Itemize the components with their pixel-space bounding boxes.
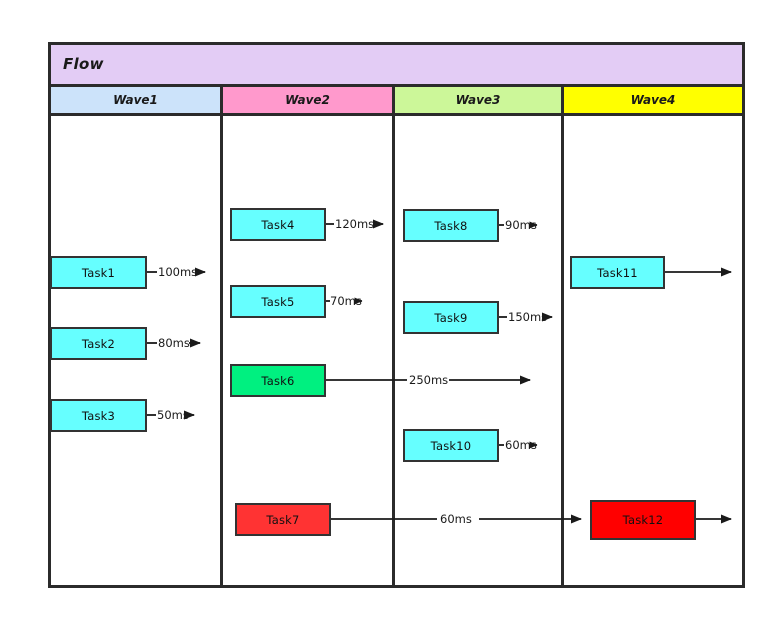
lane-header-wave4-label: Wave4 (630, 93, 676, 107)
flow-title-band: Flow (51, 45, 742, 87)
task-label-task9: Task9 (434, 310, 468, 325)
edge-label-task6: 250ms (409, 373, 449, 387)
lane-header-wave3[interactable]: Wave3 (395, 87, 564, 116)
lane-header-wave2-label: Wave2 (285, 93, 330, 107)
lane-body-wave1 (51, 116, 223, 588)
page-title: Flow (63, 55, 104, 73)
edge-label-task9: 150ms (508, 310, 548, 324)
edge-label-task10: 60ms (505, 438, 537, 452)
edge-label-task2: 80ms (158, 336, 190, 350)
task-node-task5[interactable]: Task5 (230, 285, 326, 318)
task-label-task5: Task5 (261, 294, 295, 309)
lane-body-wave2 (223, 116, 395, 588)
lane-header-wave1-label: Wave1 (113, 93, 158, 107)
task-node-task1[interactable]: Task1 (50, 256, 147, 289)
task-node-task2[interactable]: Task2 (50, 327, 147, 360)
task-label-task12: Task12 (622, 513, 664, 527)
flow-frame: Flow Wave1 Wave2 Wave3 Wave4 (48, 42, 745, 588)
task-node-task8[interactable]: Task8 (403, 209, 499, 242)
lane-header-wave2[interactable]: Wave2 (223, 87, 395, 116)
lane-header-wave3-label: Wave3 (455, 93, 501, 107)
edge-label-task1: 100ms (158, 265, 198, 279)
task-label-task2: Task2 (81, 336, 116, 351)
task-label-task11: Task11 (597, 265, 638, 280)
edge-label-task3: 50ms (157, 408, 189, 422)
task-node-task4[interactable]: Task4 (230, 208, 326, 241)
task-label-task7: Task7 (266, 512, 300, 527)
task-node-task10[interactable]: Task10 (403, 429, 499, 462)
task-node-task6[interactable]: Task6 (230, 364, 326, 397)
task-node-task7[interactable]: Task7 (235, 503, 331, 536)
task-node-task9[interactable]: Task9 (403, 301, 499, 334)
task-label-task4: Task4 (261, 217, 295, 232)
edge-label-task4: 120ms (335, 217, 375, 231)
task-label-task3: Task3 (81, 408, 116, 423)
task-label-task10: Task10 (430, 438, 472, 453)
task-node-task11[interactable]: Task11 (570, 256, 665, 289)
lane-body-wave3 (395, 116, 564, 588)
task-label-task8: Task8 (434, 218, 468, 233)
task-node-task12[interactable]: Task12 (590, 500, 696, 540)
lane-header-wave4[interactable]: Wave4 (564, 87, 742, 116)
edge-label-task7: 60ms (440, 512, 472, 526)
lane-header-wave1[interactable]: Wave1 (51, 87, 223, 116)
task-node-task3[interactable]: Task3 (50, 399, 147, 432)
task-label-task6: Task6 (261, 373, 295, 388)
edge-label-task5: 70ms (330, 294, 362, 308)
edge-label-task8: 90ms (505, 218, 537, 232)
task-label-task1: Task1 (81, 265, 116, 280)
